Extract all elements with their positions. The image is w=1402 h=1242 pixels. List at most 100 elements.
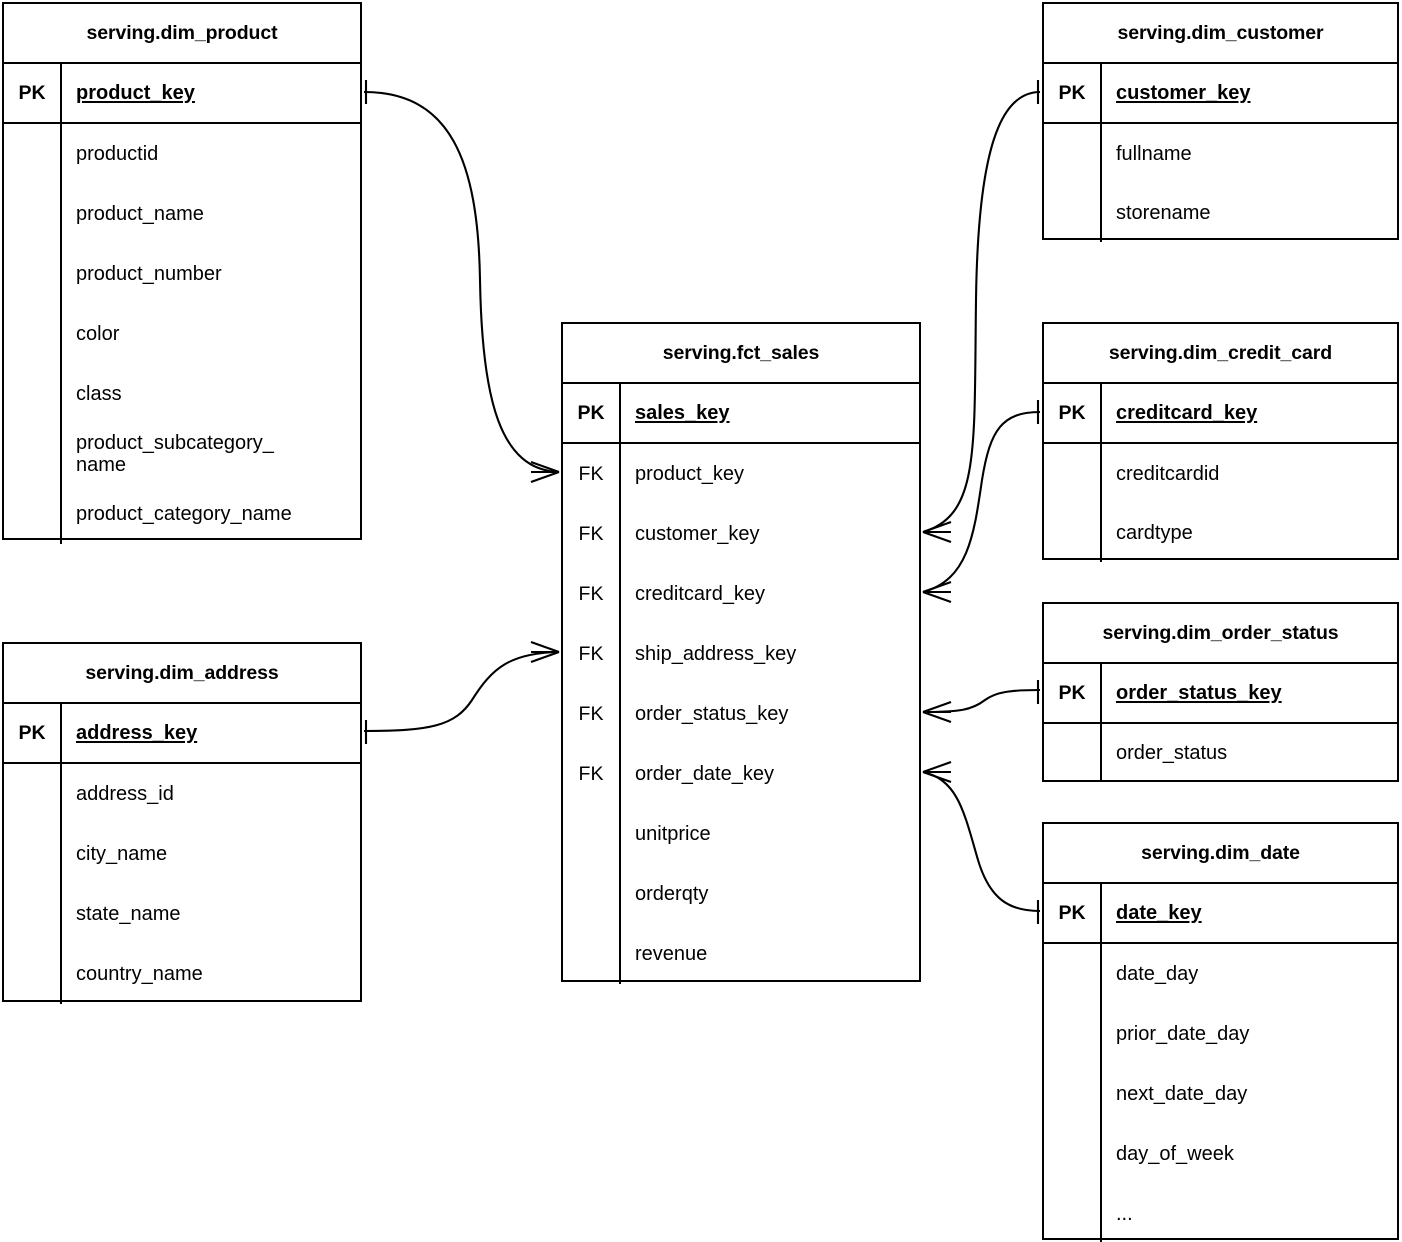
- relationship-date-line: [922, 770, 1041, 913]
- pk-row-fct-sales[interactable]: PK sales_key: [563, 384, 919, 444]
- entity-dim-address[interactable]: serving.dim_address PK address_key addre…: [2, 642, 362, 1004]
- attribute-block-dim-customer: fullname storename: [1044, 124, 1397, 242]
- attribute-row: color: [76, 323, 120, 345]
- attribute-row: storename: [1116, 201, 1211, 224]
- fk-badge: FK: [563, 564, 621, 624]
- attribute-row-wrapped: product_subcategory_ name: [62, 424, 360, 484]
- pk-column-name: customer_key: [1116, 81, 1251, 104]
- relationship-creditcard-line: [922, 410, 1041, 594]
- attribute-list-dim-product: productid product_name product_number co…: [62, 124, 360, 544]
- key-column-spacer: [4, 124, 62, 544]
- attribute-row: product_name: [76, 203, 204, 225]
- fk-column-name: customer_key: [635, 522, 760, 545]
- relationship-orderstatus-line: [922, 688, 1041, 714]
- attribute-row: fullname: [1116, 142, 1192, 165]
- entity-title-dim-address: serving.dim_address: [4, 644, 360, 704]
- measure-row: orderqty: [635, 883, 709, 905]
- attribute-row: date_day: [1116, 963, 1199, 985]
- pk-row-dim-customer[interactable]: PK customer_key: [1044, 64, 1397, 124]
- fk-row-ship-address-key[interactable]: FK ship_address_key: [563, 624, 919, 684]
- key-column-spacer: [4, 764, 62, 1004]
- fk-row-product-key[interactable]: FK product_key: [563, 444, 919, 504]
- measure-row: revenue: [635, 943, 708, 965]
- pk-row-dim-address[interactable]: PK address_key: [4, 704, 360, 764]
- attribute-list-dim-date: date_day prior_date_day next_date_day da…: [1102, 944, 1397, 1242]
- entity-dim-product[interactable]: serving.dim_product PK product_key produ…: [2, 2, 362, 544]
- attribute-list-dim-address: address_id city_name state_name country_…: [62, 764, 360, 1004]
- crowsfoot-address: [530, 641, 560, 663]
- pk-row-dim-order-status[interactable]: PK order_status_key: [1044, 664, 1397, 724]
- measure-row: unitprice: [635, 823, 711, 845]
- attribute-row: city_name: [76, 843, 168, 865]
- measure-block-fct-sales: unitprice orderqty revenue: [563, 804, 919, 984]
- pk-column-name: sales_key: [635, 401, 730, 424]
- pk-column-name: date_key: [1116, 901, 1202, 924]
- relationship-product: [363, 80, 560, 483]
- entity-title-dim-credit-card: serving.dim_credit_card: [1044, 324, 1397, 384]
- entity-rows-dim-customer: PK customer_key fullname storename: [1044, 64, 1397, 242]
- attribute-row: product_number: [76, 263, 222, 285]
- attribute-row: class: [76, 383, 122, 405]
- pk-column-name: order_status_key: [1116, 681, 1282, 704]
- fk-row-creditcard-key[interactable]: FK creditcard_key: [563, 564, 919, 624]
- fk-row-order-status-key[interactable]: FK order_status_key: [563, 684, 919, 744]
- key-column-spacer: [563, 804, 621, 984]
- pk-row-dim-date[interactable]: PK date_key: [1044, 884, 1397, 944]
- measure-list-fct-sales: unitprice orderqty revenue: [621, 804, 919, 984]
- fk-badge: FK: [563, 444, 621, 504]
- fk-row-customer-key[interactable]: FK customer_key: [563, 504, 919, 564]
- attribute-row: product_category_name: [76, 503, 292, 525]
- pk-badge: PK: [4, 704, 62, 762]
- entity-dim-credit-card[interactable]: serving.dim_credit_card PK creditcard_ke…: [1042, 322, 1399, 562]
- attribute-row: state_name: [76, 903, 181, 925]
- attribute-row: country_name: [76, 963, 203, 985]
- pk-badge: PK: [4, 64, 62, 122]
- crowsfoot-orderstatus: [922, 701, 952, 723]
- pk-column-name: creditcard_key: [1116, 401, 1258, 424]
- attribute-list-dim-order-status: order_status: [1102, 724, 1397, 782]
- key-column-spacer: [1044, 944, 1102, 1242]
- entity-rows-dim-address: PK address_key address_id city_name stat…: [4, 704, 360, 1004]
- pk-badge: PK: [1044, 64, 1102, 122]
- crowsfoot-customer: [922, 521, 952, 543]
- attribute-row-ellipsis: ...: [1116, 1203, 1133, 1225]
- key-column-spacer: [1044, 124, 1102, 242]
- entity-title-dim-date: serving.dim_date: [1044, 824, 1397, 884]
- attribute-row: day_of_week: [1116, 1143, 1234, 1165]
- attribute-row: cardtype: [1116, 521, 1193, 544]
- entity-dim-order-status[interactable]: serving.dim_order_status PK order_status…: [1042, 602, 1399, 782]
- attribute-row: prior_date_day: [1116, 1023, 1250, 1045]
- attribute-block-dim-product: productid product_name product_number co…: [4, 124, 360, 544]
- pk-row-dim-credit-card[interactable]: PK creditcard_key: [1044, 384, 1397, 444]
- pk-row-dim-product[interactable]: PK product_key: [4, 64, 360, 124]
- fk-column-name: product_key: [635, 462, 744, 485]
- entity-rows-dim-order-status: PK order_status_key order_status: [1044, 664, 1397, 782]
- fk-row-order-date-key[interactable]: FK order_date_key: [563, 744, 919, 804]
- entity-dim-date[interactable]: serving.dim_date PK date_key date_day pr…: [1042, 822, 1399, 1242]
- crowsfoot-date: [922, 761, 952, 783]
- attribute-block-dim-address: address_id city_name state_name country_…: [4, 764, 360, 1004]
- fk-badge: FK: [563, 504, 621, 564]
- attribute-block-dim-date: date_day prior_date_day next_date_day da…: [1044, 944, 1397, 1242]
- attribute-block-dim-order-status: order_status: [1044, 724, 1397, 782]
- key-column-spacer: [1044, 444, 1102, 562]
- fk-column-name: creditcard_key: [635, 582, 766, 605]
- attribute-row: order_status: [1116, 742, 1228, 764]
- entity-dim-customer[interactable]: serving.dim_customer PK customer_key ful…: [1042, 2, 1399, 242]
- fk-badge: FK: [563, 684, 621, 744]
- attribute-row: productid: [76, 143, 159, 165]
- fk-column-name: order_date_key: [635, 762, 774, 785]
- entity-title-dim-product: serving.dim_product: [4, 4, 360, 64]
- attribute-row: address_id: [76, 783, 174, 805]
- attribute-row-line2: name: [76, 454, 127, 476]
- relationship-date: [922, 761, 1041, 924]
- pk-badge: PK: [563, 384, 621, 442]
- pk-column-name: address_key: [76, 721, 198, 744]
- pk-badge: PK: [1044, 384, 1102, 442]
- attribute-block-dim-credit-card: creditcardid cardtype: [1044, 444, 1397, 562]
- fk-column-name: order_status_key: [635, 702, 789, 725]
- pk-badge: PK: [1044, 664, 1102, 722]
- entity-fct-sales[interactable]: serving.fct_sales PK sales_key FK produc…: [561, 322, 921, 984]
- entity-rows-dim-product: PK product_key productid product_name pr…: [4, 64, 360, 544]
- attribute-row-line1: product_subcategory_: [76, 432, 274, 454]
